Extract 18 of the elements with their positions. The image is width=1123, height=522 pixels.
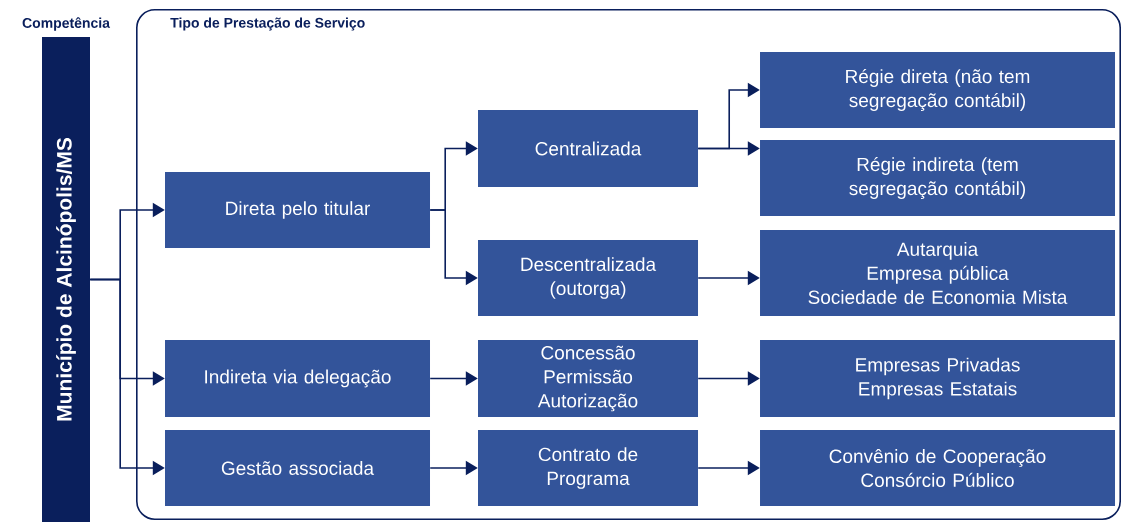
arrow <box>697 371 760 386</box>
vertical-bar: Município de Alcinópolis/MS <box>42 37 90 522</box>
heading: Competência <box>22 17 111 31</box>
process-box: Descentralizada (outorga) <box>478 240 698 316</box>
process-box: Concessão Permissão Autorização <box>478 340 698 417</box>
process-box: Convênio de Cooperação Consórcio Público <box>760 430 1115 506</box>
process-box: Direta pelo titular <box>165 172 430 248</box>
process-box: Indireta via delegação <box>165 340 430 417</box>
heading: Tipo de Prestação de Serviço <box>170 17 365 31</box>
process-box: Régie direta (não tem segregação contábil) <box>760 52 1115 128</box>
process-box: Empresas Privadas Empresas Estatais <box>760 340 1115 417</box>
process-box: Régie indireta (tem segregação contábil) <box>760 140 1115 216</box>
arrow <box>697 141 760 156</box>
process-box: Gestão associada <box>165 430 430 506</box>
process-box: Autarquia Empresa pública Sociedade de Economia Mista <box>760 230 1115 316</box>
arrow <box>429 371 478 386</box>
process-box: Centralizada <box>478 110 698 187</box>
process-box: Contrato de Programa <box>478 430 698 506</box>
